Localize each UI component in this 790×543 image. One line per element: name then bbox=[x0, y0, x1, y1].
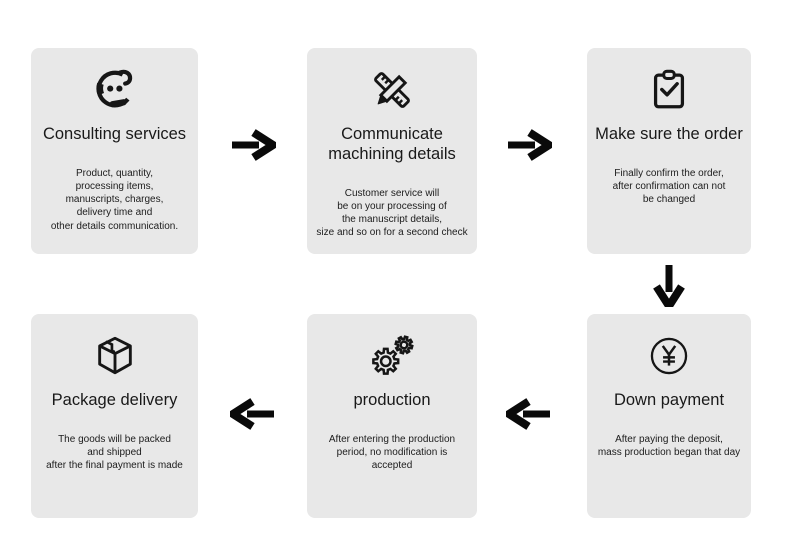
step-title: production bbox=[353, 391, 431, 409]
step-description: Finally confirm the order, after confirm… bbox=[612, 167, 726, 206]
step-description: After entering the production period, no… bbox=[328, 433, 456, 472]
step-title: Down payment bbox=[613, 391, 725, 409]
arrow-right-icon bbox=[506, 129, 557, 166]
arrow-down-icon bbox=[653, 263, 685, 314]
package-box-icon bbox=[97, 336, 132, 375]
pencil-ruler-icon bbox=[374, 72, 410, 108]
step-description: Product, quantity, processing items, man… bbox=[50, 167, 179, 232]
arrow-left-icon bbox=[225, 398, 276, 435]
step-card-consulting-services: Consulting services Product, quantity, p… bbox=[31, 48, 198, 254]
gears-icon bbox=[372, 335, 414, 375]
step-card-down-payment: Down payment After paying the deposit, m… bbox=[587, 314, 751, 518]
step-title: Package delivery bbox=[51, 391, 178, 409]
step-title: Communicate machining details bbox=[328, 125, 456, 163]
step-description: The goods will be packed and shipped aft… bbox=[46, 433, 183, 472]
step-description: Customer service will be on your process… bbox=[316, 187, 468, 239]
step-card-production: production After entering the production… bbox=[307, 314, 477, 518]
yen-coin-icon bbox=[650, 337, 688, 375]
clipboard-check-icon bbox=[653, 69, 685, 109]
arrow-left-icon bbox=[501, 398, 552, 435]
step-card-make-sure-order: Make sure the order Finally confirm the … bbox=[587, 48, 751, 254]
step-card-communicate-details: Communicate machining details Customer s… bbox=[307, 48, 477, 254]
arrow-right-icon bbox=[230, 129, 281, 166]
step-title: Consulting services bbox=[42, 125, 187, 143]
step-title: Make sure the order bbox=[595, 125, 743, 143]
step-card-package-delivery: Package delivery The goods will be packe… bbox=[31, 314, 198, 518]
step-description: After paying the deposit, mass productio… bbox=[597, 433, 741, 458]
headset-icon bbox=[95, 69, 132, 108]
